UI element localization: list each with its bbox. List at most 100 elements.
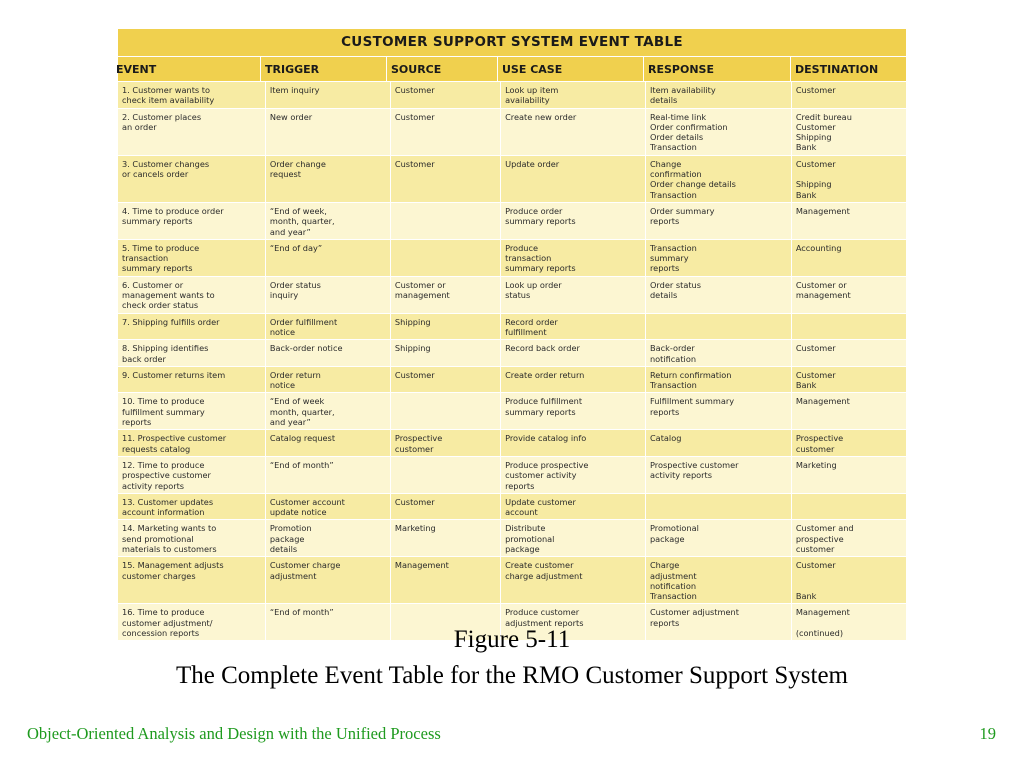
cell-trigger: “End of day”: [266, 239, 391, 276]
event-table-image: CUSTOMER SUPPORT SYSTEM EVENT TABLE EVEN…: [116, 29, 906, 641]
cell-use-case: Update order: [501, 155, 646, 202]
table-row: 12. Time to produce prospective customer…: [118, 455, 906, 493]
cell-destination: Credit bureau Customer Shipping Bank: [795, 111, 852, 153]
table-row: 11. Prospective customer requests catalo…: [118, 429, 906, 456]
cell-use-case: Create order return: [501, 366, 646, 393]
cell-trigger: Order status inquiry: [266, 276, 391, 313]
cell-event: 1. Customer wants to check item availabi…: [118, 82, 266, 108]
cell-event: 4. Time to produce order summary reports: [118, 202, 266, 239]
cell-event: 6. Customer or management wants to check…: [118, 276, 266, 313]
cell-source: [391, 202, 502, 239]
cell-trigger: Customer charge adjustment: [266, 557, 391, 604]
cell-source: Customer or management: [391, 276, 502, 313]
cell-response: Prospective customer activity reports: [646, 456, 792, 493]
table-header-row: EVENT TRIGGER SOURCE USE CASE RESPONSE D…: [116, 56, 906, 81]
cell-trigger: “End of week, month, quarter, and year”: [266, 202, 391, 239]
cell-destination: Accounting: [795, 242, 842, 253]
cell-destination: Customer Shipping Bank: [795, 158, 836, 200]
cell-trigger: Order return notice: [266, 366, 391, 393]
cell-response: [646, 493, 792, 520]
figure-number: Figure 5-11: [453, 626, 571, 653]
cell-response: [646, 313, 792, 340]
cell-use-case: Update customer account: [501, 493, 646, 520]
cell-response: Back-order notification: [646, 340, 792, 366]
cell-use-case: Produce order summary reports: [501, 202, 646, 239]
cell-event: 2. Customer places an order: [118, 108, 266, 155]
cell-destination: Management: [795, 205, 850, 216]
footer-course-title: Object-Oriented Analysis and Design with…: [27, 724, 441, 743]
table-row: 8. Shipping identifies back order Back-or…: [118, 339, 906, 366]
cell-event: 14. Marketing wants to send promotional …: [118, 520, 266, 557]
cell-trigger: “End of week month, quarter, and year”: [266, 393, 391, 430]
cell-source: Shipping: [391, 313, 502, 340]
cell-destination: Management: [795, 396, 850, 407]
cell-destination: [792, 314, 906, 340]
cell-destination: Customer Bank: [795, 560, 836, 602]
cell-use-case: Distribute promotional package: [501, 520, 646, 557]
cell-source: Customer: [391, 108, 502, 155]
cell-use-case: Produce customer adjustment reports: [501, 604, 646, 641]
cell-response: Customer adjustment reports: [646, 604, 792, 641]
cell-source: Prospective customer: [391, 430, 502, 456]
cell-event: 8. Shipping identifies back order: [118, 340, 266, 366]
header-event: EVENT: [112, 57, 261, 81]
cell-use-case: Look up item availability: [501, 82, 646, 108]
cell-source: Management: [391, 557, 502, 604]
cell-response: Order status details: [646, 276, 792, 313]
cell-event: 13. Customer updates account information: [118, 493, 266, 520]
cell-use-case: Create customer charge adjustment: [501, 557, 646, 604]
cell-destination: Customer: [795, 85, 836, 95]
cell-response: Fulfillment summary reports: [646, 393, 792, 430]
table-title: CUSTOMER SUPPORT SYSTEM EVENT TABLE: [118, 29, 906, 56]
table-row: 5. Time to produce transaction summary r…: [118, 238, 906, 276]
cell-source: [391, 604, 502, 641]
cell-response: Change confirmation Order change details…: [646, 155, 792, 202]
cell-destination: Management (continued): [795, 607, 850, 639]
table-row: 16. Time to produce customer adjustment/…: [118, 603, 906, 641]
table-row: 13. Customer updates account information…: [118, 492, 906, 520]
cell-source: Customer: [391, 366, 502, 393]
cell-response: Transaction summary reports: [646, 239, 792, 276]
cell-trigger: Item inquiry: [266, 82, 391, 108]
cell-use-case: Produce prospective customer activity re…: [501, 456, 646, 493]
cell-event: 3. Customer changes or cancels order: [118, 155, 266, 202]
cell-destination: Customer or management: [795, 279, 851, 301]
cell-use-case: Create new order: [501, 108, 646, 155]
cell-destination: Marketing: [795, 459, 837, 470]
cell-destination: [792, 494, 906, 520]
cell-response: Return confirmation Transaction: [646, 366, 792, 393]
cell-response: Real-time link Order confirmation Order …: [646, 108, 792, 155]
cell-event: 7. Shipping fulfills order: [118, 313, 266, 340]
cell-event: 11. Prospective customer requests catalo…: [118, 430, 266, 456]
cell-source: Customer: [391, 155, 502, 202]
cell-destination: Customer and prospective customer: [795, 523, 854, 554]
cell-trigger: Catalog request: [266, 430, 391, 456]
cell-trigger: “End of month”: [266, 604, 391, 641]
cell-source: [391, 239, 502, 276]
header-response: RESPONSE: [644, 57, 791, 81]
cell-source: Customer: [391, 493, 502, 520]
cell-event: 16. Time to produce customer adjustment/…: [118, 604, 266, 641]
cell-use-case: Provide catalog info: [501, 430, 646, 456]
table-row: 1. Customer wants to check item availabi…: [118, 81, 906, 108]
cell-response: Promotional package: [646, 520, 792, 557]
cell-trigger: Customer account update notice: [266, 493, 391, 520]
cell-event: 5. Time to produce transaction summary r…: [118, 239, 266, 276]
cell-trigger: “End of month”: [266, 456, 391, 493]
header-source: SOURCE: [387, 57, 498, 81]
cell-source: [391, 456, 502, 493]
cell-event: 12. Time to produce prospective customer…: [118, 456, 266, 493]
cell-trigger: Order change request: [266, 155, 391, 202]
cell-response: Catalog: [646, 430, 792, 456]
cell-response: Item availability details: [646, 82, 792, 108]
cell-source: Customer: [391, 82, 502, 108]
cell-trigger: New order: [266, 108, 391, 155]
cell-destination: Customer Bank: [795, 369, 836, 391]
cell-destination: Prospective customer: [795, 433, 844, 454]
cell-event: 15. Management adjusts customer charges: [118, 557, 266, 604]
table-row: 6. Customer or management wants to check…: [118, 275, 906, 313]
